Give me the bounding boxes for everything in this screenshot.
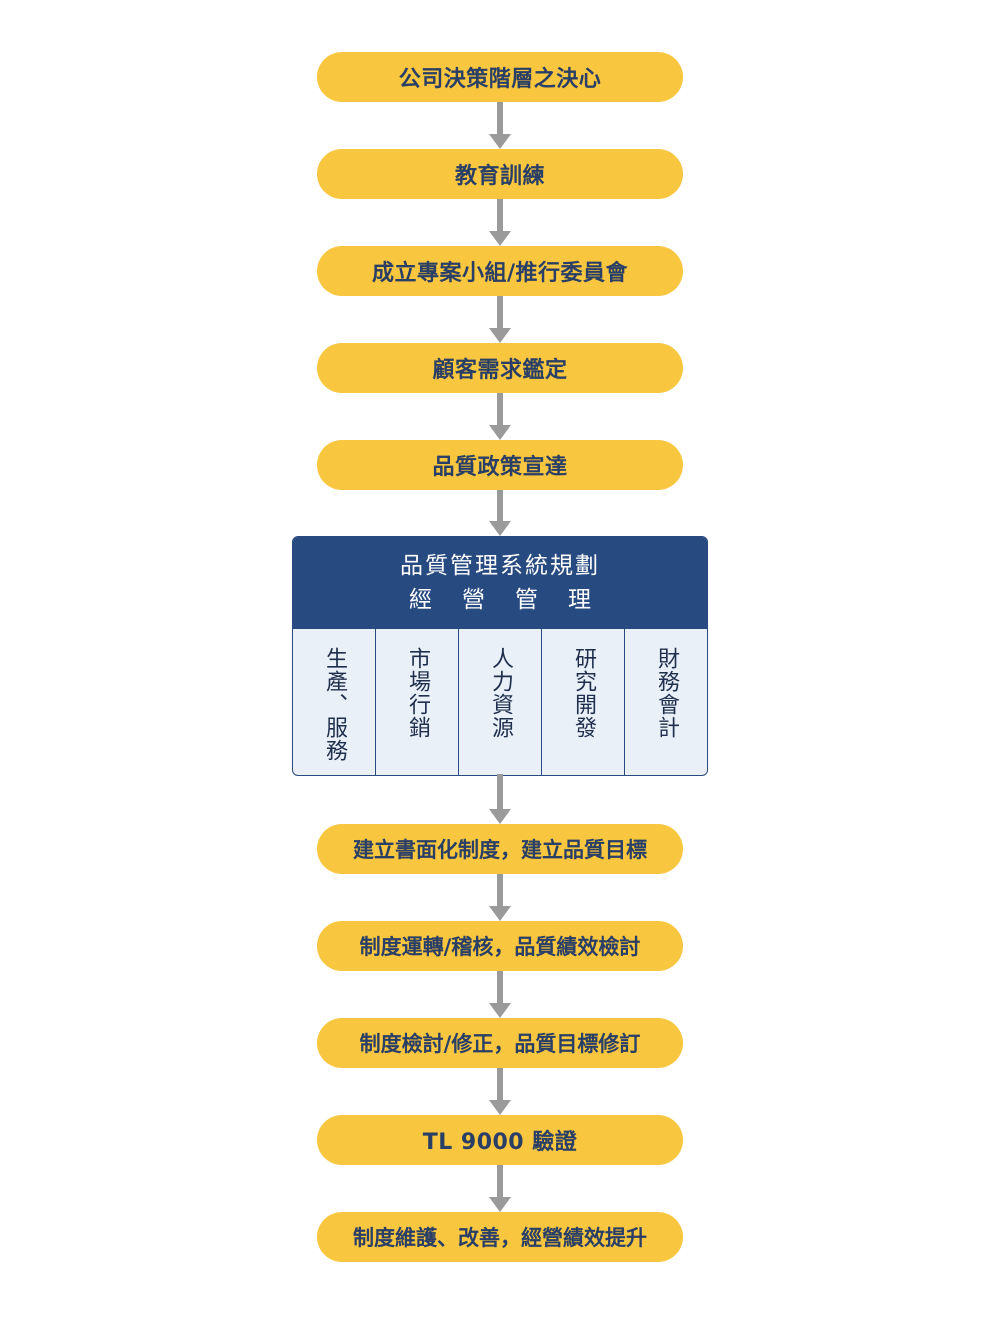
column-hr: 人力資源 xyxy=(459,629,542,775)
column-label: 財務會計 xyxy=(654,647,679,739)
column-label: 研究開發 xyxy=(571,647,596,739)
step-project-team: 成立專案小組/推行委員會 xyxy=(317,246,683,296)
step-quality-policy: 品質政策宣達 xyxy=(317,440,683,490)
column-label: 生產、服務 xyxy=(322,647,347,762)
planning-columns: 生產、服務 市場行銷 人力資源 研究開發 財務會計 xyxy=(293,629,707,775)
column-label: 市場行銷 xyxy=(405,647,430,739)
column-marketing: 市場行銷 xyxy=(376,629,459,775)
arrow-down-icon xyxy=(489,199,511,246)
step-training: 教育訓練 xyxy=(317,149,683,199)
arrow-down-icon xyxy=(489,874,511,921)
column-rnd: 研究開發 xyxy=(542,629,625,775)
step-review-revise: 制度檢討/修正，品質目標修訂 xyxy=(317,1018,683,1068)
step-decision: 公司決策階層之決心 xyxy=(317,52,683,102)
step-operation-audit: 制度運轉/稽核，品質績效檢討 xyxy=(317,921,683,971)
planning-header: 品質管理系統規劃 經營管理 xyxy=(293,537,707,629)
arrow-down-icon xyxy=(489,971,511,1018)
step-documented-system: 建立書面化制度，建立品質目標 xyxy=(317,824,683,874)
step-maintenance: 制度維護、改善，經營績效提升 xyxy=(317,1212,683,1262)
arrow-down-icon xyxy=(489,1165,511,1212)
step-customer-needs: 顧客需求鑑定 xyxy=(317,343,683,393)
planning-box: 品質管理系統規劃 經營管理 生產、服務 市場行銷 人力資源 研究開發 財務會計 xyxy=(292,536,708,776)
step-certification: TL 9000 驗證 xyxy=(317,1115,683,1165)
arrow-down-icon xyxy=(489,296,511,343)
column-production: 生產、服務 xyxy=(293,629,376,775)
column-label: 人力資源 xyxy=(488,647,513,739)
arrow-down-icon xyxy=(489,490,511,536)
column-finance: 財務會計 xyxy=(625,629,707,775)
arrow-down-icon xyxy=(489,393,511,440)
arrow-down-icon xyxy=(489,1068,511,1115)
planning-title: 品質管理系統規劃 xyxy=(400,553,600,579)
arrow-down-icon xyxy=(489,102,511,149)
planning-subtitle: 經營管理 xyxy=(409,587,621,613)
arrow-down-icon xyxy=(489,774,511,824)
